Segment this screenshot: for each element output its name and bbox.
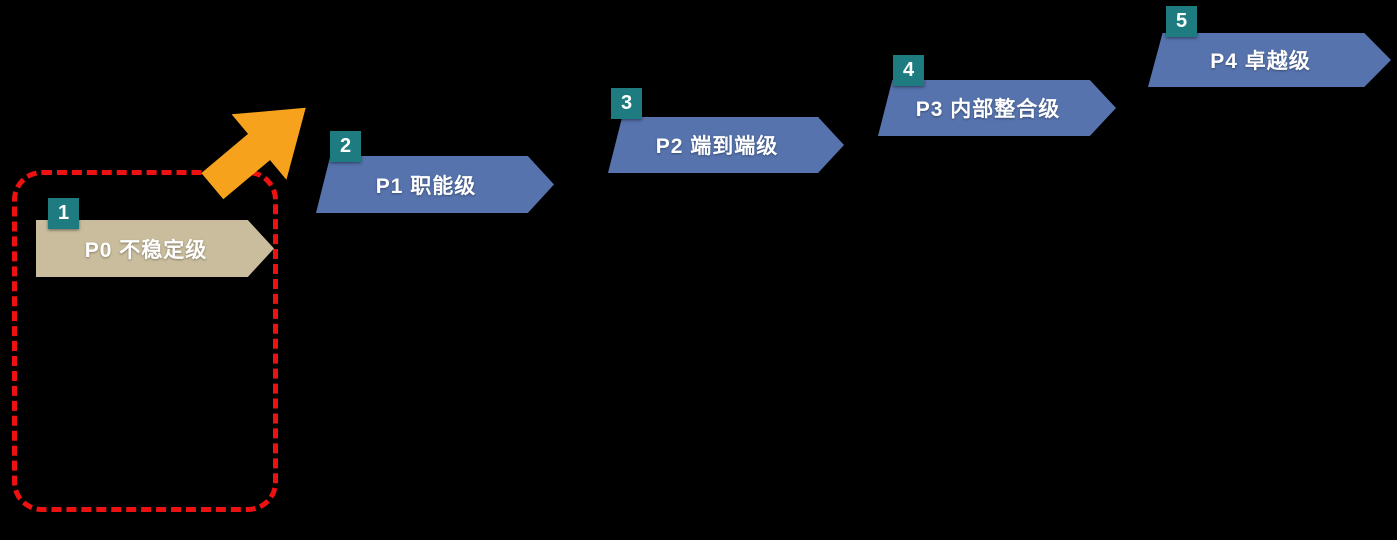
level-badge-4: 4	[893, 55, 924, 86]
level-badge-3: 3	[611, 88, 642, 119]
level-label-p2: P2 端到端级	[655, 135, 779, 158]
level-label-p3: P3 内部整合级	[915, 98, 1061, 121]
level-label-p0: P0 不稳定级	[84, 238, 208, 262]
level-badge-5: 5	[1166, 6, 1197, 37]
level-shape-p3: P3 内部整合级	[878, 80, 1116, 136]
level-label-p4: P4 卓越级	[1210, 50, 1311, 73]
level-shape-p4: P4 卓越级	[1148, 33, 1391, 87]
upgrade-arrow-icon	[201, 107, 306, 200]
level-label-p1: P1 职能级	[375, 174, 477, 198]
current-level-highlight-box	[12, 170, 278, 512]
level-shape-p2: P2 端到端级	[608, 117, 844, 173]
level-shape-p0: P0 不稳定级	[36, 220, 274, 277]
level-badge-2: 2	[330, 131, 361, 162]
level-shape-p1: P1 职能级	[316, 156, 554, 213]
level-badge-1: 1	[48, 198, 79, 229]
